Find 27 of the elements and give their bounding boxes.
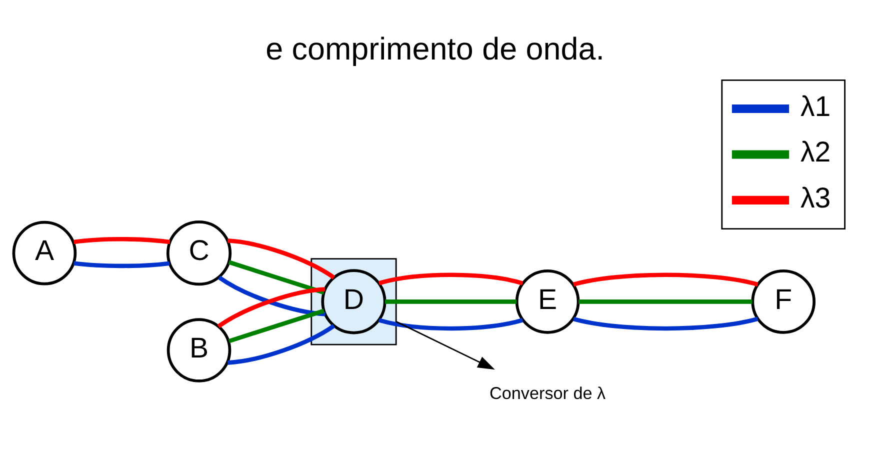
legend-label: λ3 bbox=[800, 182, 831, 214]
node-circle: B bbox=[166, 318, 232, 382]
connector bbox=[228, 260, 325, 295]
connector bbox=[73, 261, 170, 268]
connector bbox=[385, 300, 517, 304]
node-circle: E bbox=[515, 270, 580, 334]
connector bbox=[378, 318, 524, 331]
arrow bbox=[396, 320, 495, 370]
connector bbox=[573, 272, 758, 287]
connector bbox=[227, 324, 336, 365]
connector bbox=[578, 300, 752, 304]
connector bbox=[228, 308, 325, 344]
legend-label: λ2 bbox=[800, 136, 831, 169]
connector bbox=[573, 316, 758, 331]
connector bbox=[227, 238, 336, 280]
cluster bbox=[310, 258, 397, 346]
node-circle: D bbox=[321, 269, 386, 334]
node-circle: C bbox=[166, 220, 232, 286]
node-text: Conversor de λ bbox=[490, 382, 606, 403]
node-circle: A bbox=[12, 220, 77, 286]
legend-label: λ1 bbox=[800, 90, 831, 123]
diagram-title: e comprimento de onda. bbox=[266, 32, 604, 67]
connector bbox=[378, 272, 524, 286]
connector bbox=[218, 276, 326, 316]
connector bbox=[217, 287, 326, 328]
node-circle: F bbox=[751, 270, 816, 334]
connector bbox=[73, 237, 170, 244]
